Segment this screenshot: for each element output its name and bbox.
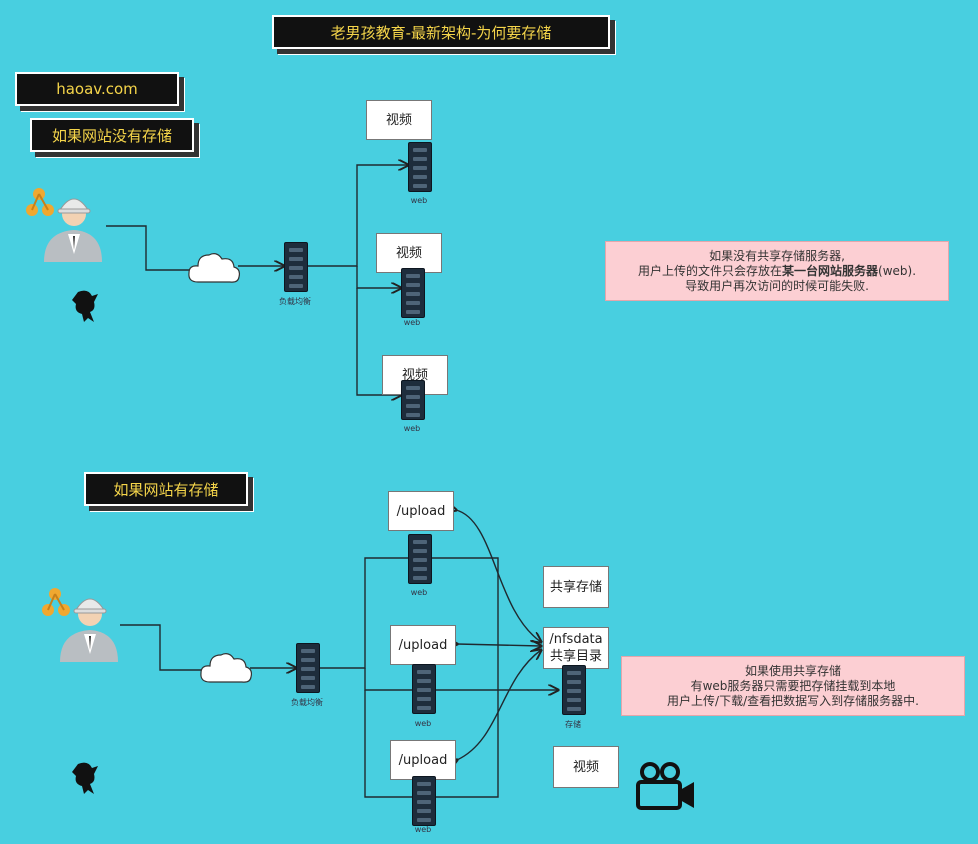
- section-no-storage-title: 如果网站没有存储: [51, 126, 172, 145]
- page-title-banner: 老男孩教育-最新架构-为何要存储: [272, 15, 610, 49]
- video-box-2: 视频: [376, 233, 442, 273]
- upload-box-2: /upload: [390, 625, 456, 665]
- web-label-3-bottom: web: [414, 825, 432, 834]
- page-title: 老男孩教育-最新架构-为何要存储: [330, 23, 552, 42]
- user-icon-bottom: [42, 588, 118, 662]
- load-balancer-label-bottom: 负载均衡: [291, 698, 323, 707]
- note-no-storage-line2: 用户上传的文件只会存放在某一台网站服务器(web).: [637, 263, 917, 278]
- web-label-2-bottom: web: [414, 719, 432, 728]
- video-box-bottom: 视频: [553, 746, 619, 788]
- site-label: haoav.com: [56, 80, 138, 98]
- video-camera-icon: [636, 762, 694, 810]
- upload-box-1: /upload: [388, 491, 454, 531]
- note-no-storage-line3: 导致用户再次访问的时候可能失败.: [685, 278, 869, 293]
- web-server-3-top: [401, 380, 425, 420]
- note-no-storage: 如果没有共享存储服务器, 用户上传的文件只会存放在某一台网站服务器(web). …: [605, 241, 949, 301]
- line-user-to-cloud-bottom: [120, 624, 202, 671]
- upload-box-3: /upload: [390, 740, 456, 780]
- line-user-to-cloud-top: [106, 225, 190, 271]
- mascot-icon-top: [72, 290, 98, 322]
- web-label-3-top: web: [403, 424, 421, 433]
- mascot-icon-bottom: [72, 762, 98, 794]
- line-lb-to-web3-bottom: [364, 690, 412, 798]
- note-with-storage-line2: 有web服务器只需要把存储挂载到本地: [690, 678, 896, 693]
- web-label-2-top: web: [403, 318, 421, 327]
- shared-storage-box: 共享存储: [543, 566, 609, 608]
- cloud-icon-top: [188, 253, 241, 283]
- storage-label: 存储: [565, 720, 581, 729]
- load-balancer-server-top: [284, 242, 308, 292]
- note-with-storage-line3: 用户上传/下载/查看把数据写入到存储服务器中.: [667, 693, 919, 708]
- web-label-1-bottom: web: [410, 588, 428, 597]
- note-with-storage-line1: 如果使用共享存储: [744, 663, 841, 678]
- web-server-3-bottom: [412, 776, 436, 826]
- note-with-storage: 如果使用共享存储 有web服务器只需要把存储挂载到本地 用户上传/下载/查看把数…: [621, 656, 965, 716]
- note-no-storage-line1: 如果没有共享存储服务器,: [709, 248, 845, 263]
- line-lb-to-web2-bottom: [364, 668, 412, 691]
- video-box-1: 视频: [366, 100, 432, 140]
- web-server-1-top: [408, 142, 432, 192]
- section-no-storage-banner: 如果网站没有存储: [30, 118, 194, 152]
- shared-directory-box: /nfsdata 共享目录: [543, 627, 609, 669]
- site-banner: haoav.com: [15, 72, 179, 106]
- load-balancer-label-top: 负载均衡: [279, 297, 311, 306]
- load-balancer-server-bottom: [296, 643, 320, 693]
- line-lb-to-web1-top: [304, 165, 408, 267]
- section-storage-banner: 如果网站有存储: [84, 472, 248, 506]
- line-lb-to-web3-top: [356, 288, 401, 395]
- web-label-1-top: web: [410, 196, 428, 205]
- cloud-icon-bottom: [200, 653, 253, 683]
- web-server-1-bottom: [408, 534, 432, 584]
- storage-server: [562, 665, 586, 715]
- section-storage-title: 如果网站有存储: [113, 480, 219, 499]
- web-server-2-bottom: [412, 664, 436, 714]
- arrow-upload1-storage: [456, 510, 541, 642]
- user-icon-top: [26, 188, 102, 262]
- line-lb-to-web1-bottom: [318, 557, 408, 669]
- shared-directory-label: 共享目录: [549, 649, 602, 664]
- shared-directory-path: /nfsdata: [549, 632, 603, 647]
- web-server-2-top: [401, 268, 425, 318]
- arrow-upload3-storage: [457, 650, 541, 760]
- arrow-upload2-storage: [457, 644, 541, 646]
